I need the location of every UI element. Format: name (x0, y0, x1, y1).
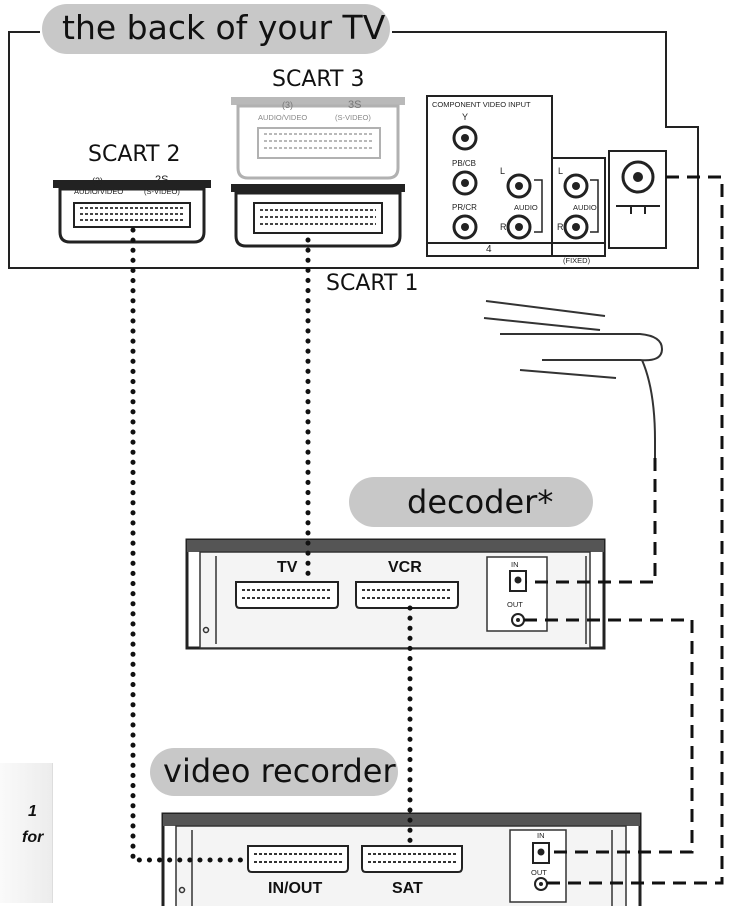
scart1-connector (231, 184, 405, 248)
component-audio: AUDIO (514, 203, 538, 212)
scart2-sub-right: 2S (155, 174, 169, 186)
rf-antenna-to-decoder-in (526, 458, 657, 584)
margin-note: 1 for (0, 763, 53, 903)
scart1-label: SCART 1 (326, 271, 419, 296)
scart-cables-dotted (130, 227, 413, 863)
tv-title-pill (42, 4, 390, 54)
decoder-title-pill (349, 477, 593, 527)
component-input-block (426, 95, 553, 257)
cable-scart2-to-vcr (130, 227, 251, 863)
fixed-caption: (FIXED) (563, 256, 591, 265)
fixed-audio-block (551, 157, 606, 257)
scart3-sub-left: (3) (282, 100, 293, 110)
scart2-sub-left-caption: AUDIO/VIDEO (74, 187, 124, 196)
scart3-sub-right: 3S (348, 99, 362, 111)
antenna-graphic (483, 300, 664, 458)
scart3-sub-right-caption: (S-VIDEO) (335, 113, 371, 122)
decoder-vcr-label: VCR (388, 559, 422, 576)
vcr-title-pill (150, 748, 398, 796)
component-y: Y (462, 112, 469, 122)
vcr-in-label: IN (537, 831, 545, 840)
margin-note-line2: for (22, 829, 44, 846)
scart3-sub-left-caption: AUDIO/VIDEO (258, 113, 308, 122)
tv-back-outline (8, 31, 699, 269)
scart2-connector (53, 180, 211, 244)
component-num: 4 (486, 244, 492, 255)
decoder-in-label: IN (511, 560, 519, 569)
component-title: COMPONENT VIDEO INPUT (432, 100, 531, 109)
vcr-inout-label: IN/OUT (268, 880, 323, 897)
decoder-title: decoder* (407, 483, 554, 521)
rf-decoder-out-to-vcr-in (524, 618, 694, 854)
vcr-sat-label: SAT (392, 880, 423, 897)
scart3-connector (231, 97, 405, 180)
scart3-label: SCART 3 (272, 67, 365, 92)
decoder-box (185, 538, 606, 650)
fixed-l: L (558, 166, 564, 176)
decoder-tv-label: TV (277, 559, 298, 576)
video-recorder-box (161, 812, 642, 906)
component-pb: PB/CB (452, 159, 477, 168)
rf-cables-dashed (524, 175, 724, 885)
scart2-sub-left: (2) (92, 176, 103, 186)
scart2-sub-right-caption: (S-VIDEO) (144, 187, 180, 196)
decoder-out-label: OUT (507, 600, 523, 609)
rf-tv-to-vcr-out (547, 175, 724, 885)
vcr-out-label: OUT (531, 868, 547, 877)
tv-title: the back of your TV (62, 8, 386, 47)
antenna-input-block (608, 150, 667, 249)
component-r: R (500, 222, 507, 232)
component-pr: PR/CR (452, 203, 477, 212)
scart2-label: SCART 2 (88, 142, 181, 167)
scart1-sub: (1) (324, 184, 335, 194)
margin-note-line1: 1 (28, 803, 37, 820)
fixed-audio: AUDIO (573, 203, 597, 212)
vcr-title: video recorder (163, 752, 396, 790)
component-l: L (500, 166, 506, 176)
fixed-r: R (557, 222, 564, 232)
